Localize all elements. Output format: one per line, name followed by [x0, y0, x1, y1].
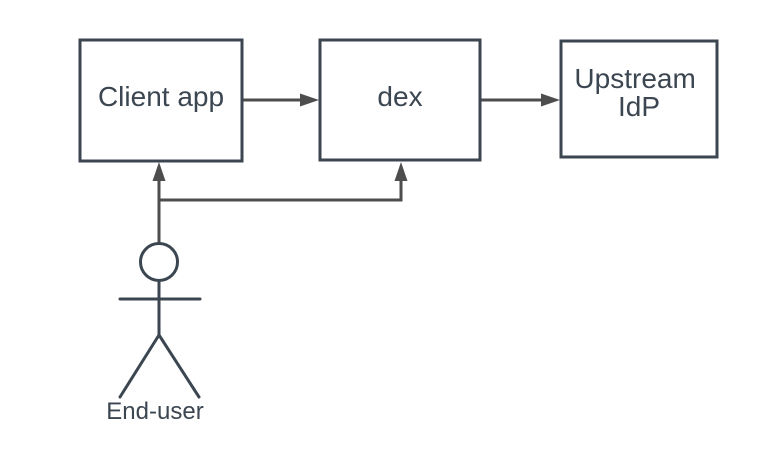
upstream-idp-label-line2: IdP [618, 91, 660, 122]
arrow-user-to-dex-line [159, 181, 403, 202]
arrow-user-to-client [152, 162, 166, 243]
end-user-actor: End-user [106, 242, 204, 425]
actor-leg-right-icon [157, 333, 201, 399]
dex-node: dex [318, 38, 482, 162]
actor-head-icon [139, 242, 179, 282]
arrow-client-to-dex [243, 93, 319, 107]
arrow-client-to-dex-head-icon [300, 93, 319, 107]
client-app-box [78, 38, 244, 163]
arrow-dex-to-upstream-head-icon [541, 93, 560, 107]
client-app-label: Client app [98, 81, 224, 112]
end-user-label: End-user [106, 398, 203, 425]
upstream-idp-box [559, 39, 719, 159]
actor-leg-left-icon [118, 333, 161, 399]
arrow-dex-to-upstream [481, 93, 560, 107]
arrow-user-to-dex-head-icon [394, 162, 408, 181]
upstream-idp-label: Upstream IdP [574, 63, 703, 122]
client-app-node: Client app [78, 38, 244, 163]
upstream-idp-label-line1: Upstream [574, 63, 695, 94]
arrow-user-to-client-head-icon [152, 162, 166, 181]
arrow-user-to-dex [159, 162, 408, 202]
dex-label: dex [377, 81, 422, 112]
dex-box [318, 38, 482, 162]
upstream-idp-node: Upstream IdP [559, 39, 719, 159]
